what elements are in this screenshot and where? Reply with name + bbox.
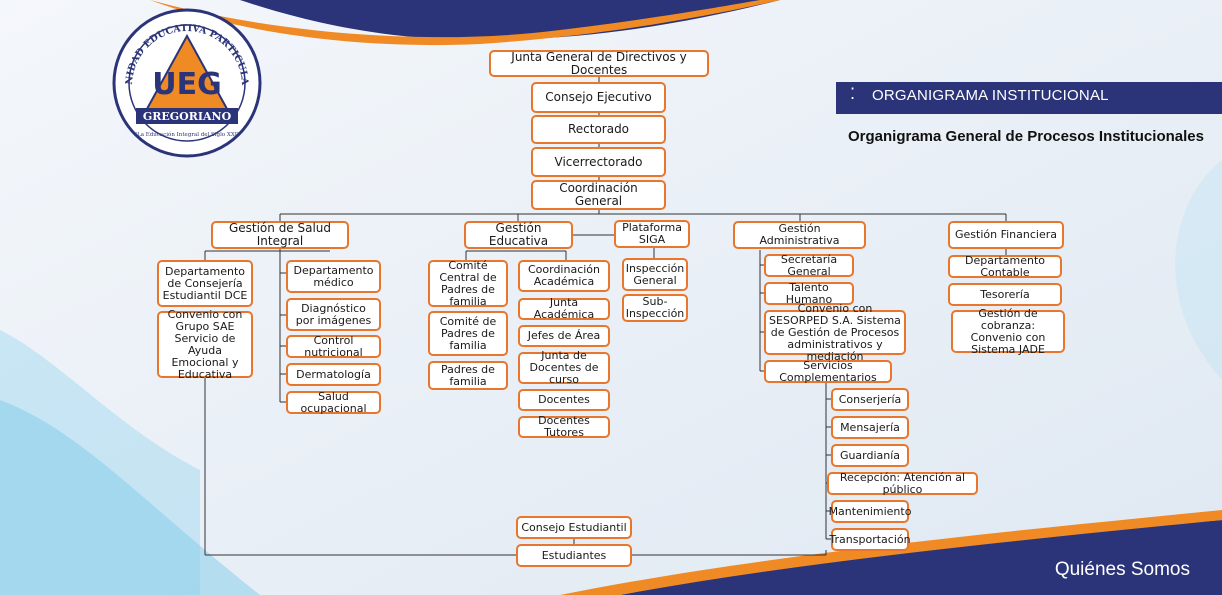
org-box-sub-inspeccion: Sub-Inspección (622, 294, 688, 322)
org-box-rectorado: Rectorado (531, 115, 666, 144)
org-box-consejo-ejecutivo: Consejo Ejecutivo (531, 82, 666, 113)
logo-initials: UEG (152, 67, 221, 102)
org-box-servicios-complementarios: Servicios Complementarios (764, 359, 892, 383)
org-box-junta-academica: Junta Académica (518, 297, 610, 321)
org-box-consejo-estudiantil: Consejo Estudiantil (516, 516, 632, 539)
org-box-guardiania: Guardianía (831, 444, 909, 467)
org-box-junta-general: Junta General de Directivos y Docentes (489, 50, 709, 77)
org-box-convenio-sesorped: Convenio con SESORPED S.A. Sistema de Ge… (764, 302, 906, 362)
org-box-talento-humano: Talento Humano (764, 281, 854, 305)
org-box-departamento-contable: Departamento Contable (948, 254, 1062, 278)
org-box-recepcion: Recepción: Atención al público (827, 471, 978, 495)
org-box-padres-familia: Padres de familia (428, 361, 508, 390)
section-header-bar (836, 82, 1222, 114)
org-box-dermatologia: Dermatología (286, 363, 381, 386)
org-box-secretaria-general: Secretaría General (764, 253, 854, 277)
org-box-coordinacion-academica: Coordinación Académica (518, 260, 610, 292)
section-title: ORGANIGRAMA INSTITUCIONAL (872, 87, 1109, 104)
org-box-jefes-area: Jefes de Área (518, 325, 610, 347)
org-box-plataforma-siga: Plataforma SIGA (614, 220, 690, 248)
org-box-departamento-medico: Departamento médico (286, 260, 381, 293)
org-box-mantenimiento: Mantenimiento (829, 500, 911, 523)
org-box-grupo-sae: Convenio con Grupo SAE Servicio de Ayuda… (157, 308, 253, 380)
org-box-dce: Departamento de Consejería Estudiantil D… (157, 260, 253, 307)
org-box-conserjeria: Conserjería (831, 388, 909, 411)
logo-motto: "La Educación Integral del Siglo XXI" (135, 131, 240, 138)
org-box-mensajeria: Mensajería (831, 416, 909, 439)
org-box-docentes-tutores: Docentes Tutores (518, 415, 610, 439)
school-logo: UNIDAD EDUCATIVA PARTICULAR UEG GREGORIA… (112, 8, 262, 158)
org-box-control-nutricional: Control nutricional (286, 334, 381, 358)
org-box-transportacion: Transportación (829, 528, 911, 551)
org-box-diagnostico-imagenes: Diagnóstico por imágenes (286, 298, 381, 331)
logo-name: GREGORIANO (143, 110, 232, 123)
org-box-junta-docentes-curso: Junta de Docentes de curso (518, 350, 610, 386)
org-box-coordinacion-general: Coordinación General (531, 180, 666, 210)
org-box-comite-central: Comité Central de Padres de familia (428, 259, 508, 307)
org-box-vicerrectorado: Vicerrectorado (531, 147, 666, 177)
org-box-inspeccion-general: Inspección General (622, 258, 688, 291)
footer-title: Quiénes Somos (1054, 559, 1190, 580)
org-box-gestion-administrativa: Gestión Administrativa (733, 221, 866, 249)
page-subtitle: Organigrama General de Procesos Instituc… (848, 128, 1204, 145)
org-box-tesoreria: Tesorería (948, 283, 1062, 306)
org-box-gestion-cobranza: Gestión de cobranza: Convenio con Sistem… (951, 307, 1065, 355)
org-box-gestion-salud: Gestión de Salud Integral (211, 221, 349, 249)
org-box-gestion-educativa: Gestión Educativa (464, 221, 573, 249)
org-box-estudiantes: Estudiantes (516, 544, 632, 567)
org-box-docentes: Docentes (518, 389, 610, 411)
org-box-gestion-financiera: Gestión Financiera (948, 221, 1064, 249)
dots-icon: ⁚ (850, 84, 856, 103)
org-box-comite-padres: Comité de Padres de familia (428, 311, 508, 356)
org-box-salud-ocupacional: Salud ocupacional (286, 390, 381, 414)
